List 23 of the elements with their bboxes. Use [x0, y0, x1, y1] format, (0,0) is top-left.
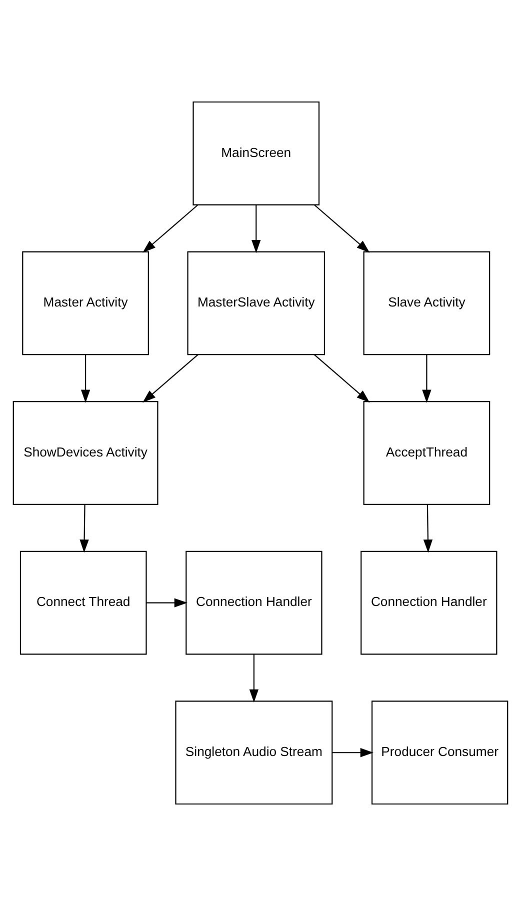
- node-box: Singleton Audio Stream: [174, 700, 332, 804]
- node-box: MasterSlave Activity: [186, 250, 325, 355]
- node-box: Master Activity: [22, 250, 148, 355]
- node-box: Producer Consumer: [370, 700, 508, 804]
- arrow: [422, 504, 432, 552]
- arrow: [142, 354, 198, 402]
- arrow: [251, 204, 260, 253]
- node-box: Connection Handler: [185, 550, 322, 654]
- node-box: Connection Handler: [360, 550, 497, 654]
- arrow: [248, 654, 258, 702]
- node-box: Connect Thread: [19, 550, 146, 654]
- arrow: [314, 204, 370, 252]
- arrow: [314, 354, 370, 402]
- arrow: [80, 354, 90, 402]
- node-box: Slave Activity: [362, 250, 490, 355]
- node-box: MainScreen: [192, 100, 320, 205]
- node-box: AcceptThread: [362, 400, 490, 504]
- arrow: [142, 204, 198, 252]
- arrow: [422, 354, 431, 402]
- arrow: [332, 748, 373, 757]
- node-box: ShowDevices Activity: [12, 400, 158, 504]
- arrow: [146, 598, 187, 607]
- arrow: [79, 504, 88, 552]
